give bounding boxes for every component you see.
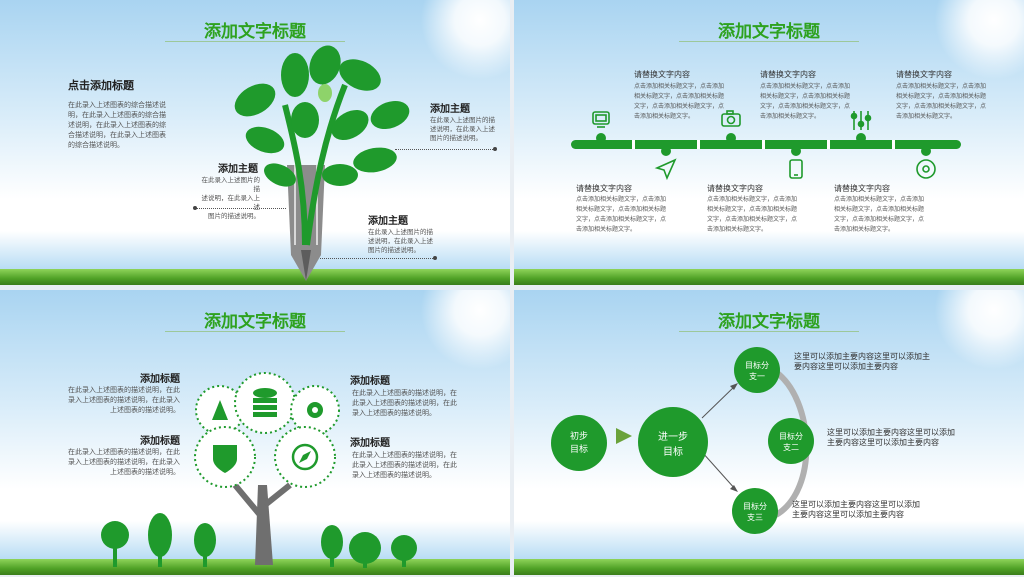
bottom-item-text-1: 点击添加相关标题文字，点击添加相关标题文字，点击添加相关标题文字，点击添加相关标… bbox=[576, 196, 667, 233]
callout-text-2: 在此录入上述图片的描述说明，在此录入上述图片的描述说明。 bbox=[201, 176, 261, 220]
water bbox=[0, 521, 510, 561]
left-text-2: 在此录入上述图表的描述说明，在此录入上述图表的描述说明，在此录入上述图表的描述说… bbox=[68, 448, 180, 476]
right-text-1: 在此录入上述图表的描述说明，在此录入上述图表的描述说明，在此录入上述图表的描述说… bbox=[352, 389, 457, 417]
bottom-item-text-2: 点击添加相关标题文字，点击添加相关标题文字，点击添加相关标题文字，点击添加相关标… bbox=[707, 196, 798, 233]
title-underline bbox=[679, 331, 859, 332]
branch-3-text: 这里可以添加主要内容这里可以添加主要内容这里可以添加主要内容 bbox=[792, 500, 920, 519]
slide-1[interactable]: 添加文字标题 点击添加标题 在此录入上述图表的综合描述说明，在此录入上述图表的综… bbox=[0, 0, 510, 285]
tv-icon bbox=[592, 111, 610, 128]
callout-dot-1 bbox=[493, 147, 497, 151]
bottom-item-heading-1: 请替换文字内容 bbox=[576, 184, 632, 193]
next-goal-circle[interactable]: 进一步目标 bbox=[638, 407, 708, 477]
left-heading-1: 添加标题 bbox=[140, 374, 180, 385]
callout-heading-3: 添加主题 bbox=[368, 216, 408, 227]
slide-2[interactable]: 添加文字标题 请替换文字内容 点击添加相关标题文字，点击添加相关标题文字，点击添… bbox=[514, 0, 1024, 285]
grass bbox=[514, 269, 1024, 285]
branch-1-text: 这里可以添加主要内容这里可以添加主要内容这里可以添加主要内容 bbox=[794, 352, 930, 371]
callout-heading-2: 添加主题 bbox=[218, 164, 258, 175]
bottom-item-heading-2: 请替换文字内容 bbox=[707, 184, 763, 193]
grass bbox=[0, 559, 510, 575]
paper-plane-icon bbox=[654, 158, 677, 181]
top-item-text-1: 点击添加相关标题文字，点击添加相关标题文字，点击添加相关标题文字，点击添加相关标… bbox=[634, 83, 725, 120]
timeline bbox=[571, 110, 961, 181]
callout-line-1 bbox=[395, 149, 495, 150]
grass bbox=[0, 269, 510, 285]
phone-icon bbox=[789, 159, 803, 179]
main-heading: 点击添加标题 bbox=[68, 79, 134, 92]
left-heading-2: 添加标题 bbox=[140, 436, 180, 447]
slide-4[interactable]: 添加文字标题 初步目标 进一步目标 目标分支一 目标分支二 目标分支三 这里可以… bbox=[514, 290, 1024, 575]
callout-text-3: 在此录入上述图片的描述说明，在此录入上述图片的描述说明。 bbox=[368, 228, 433, 254]
title-underline bbox=[679, 41, 859, 42]
title-underline bbox=[165, 331, 345, 332]
slide-title: 添加文字标题 bbox=[204, 312, 306, 332]
slide-title: 添加文字标题 bbox=[204, 22, 306, 42]
bottom-item-heading-3: 请替换文字内容 bbox=[834, 184, 890, 193]
branch-1-circle[interactable]: 目标分支一 bbox=[734, 347, 780, 393]
icon-tree-illustration bbox=[101, 372, 417, 568]
right-text-2: 在此录入上述图表的描述说明，在此录入上述图表的描述说明，在此录入上述图表的描述说… bbox=[352, 451, 457, 479]
top-item-text-3: 点击添加相关标题文字，点击添加相关标题文字，点击添加相关标题文字，点击添加相关标… bbox=[896, 83, 987, 120]
slide-title: 添加文字标题 bbox=[718, 22, 820, 42]
grass bbox=[514, 559, 1024, 575]
branch-2-text: 这里可以添加主要内容这里可以添加主要内容这里可以添加主要内容 bbox=[827, 428, 955, 447]
left-text-1: 在此录入上述图表的描述说明，在此录入上述图表的描述说明，在此录入上述图表的描述说… bbox=[68, 386, 180, 414]
slide-3[interactable]: 添加文字标题 添加标题 在此录入上述图表的描述说明，在此录入上述图表的描述说明，… bbox=[0, 290, 510, 575]
camera-icon bbox=[721, 110, 741, 127]
slide-title: 添加文字标题 bbox=[718, 312, 820, 332]
start-goal-circle[interactable]: 初步目标 bbox=[551, 415, 607, 471]
right-heading-2: 添加标题 bbox=[350, 438, 390, 449]
title-underline bbox=[165, 41, 345, 42]
water bbox=[514, 231, 1024, 271]
top-item-text-2: 点击添加相关标题文字，点击添加相关标题文字，点击添加相关标题文字，点击添加相关标… bbox=[760, 83, 851, 120]
bottom-item-text-3: 点击添加相关标题文字，点击添加相关标题文字，点击添加相关标题文字，点击添加相关标… bbox=[834, 196, 925, 233]
disc-icon bbox=[916, 159, 936, 179]
callout-line-3 bbox=[320, 258, 435, 259]
callout-text-1: 在此录入上述图片的描述说明，在此录入上述图片的描述说明。 bbox=[430, 116, 495, 142]
main-text: 在此录入上述图表的综合描述说明，在此录入上述图表的综合描述说明，在此录入上述图表… bbox=[68, 101, 166, 149]
callout-heading-1: 添加主题 bbox=[430, 104, 470, 115]
pencil-tree-illustration bbox=[234, 45, 410, 281]
sliders-icon bbox=[850, 111, 872, 130]
top-item-heading-3: 请替换文字内容 bbox=[896, 70, 952, 79]
callout-dot-3 bbox=[433, 256, 437, 260]
right-heading-1: 添加标题 bbox=[350, 376, 390, 387]
callout-line-2 bbox=[196, 208, 286, 209]
top-item-heading-2: 请替换文字内容 bbox=[760, 70, 816, 79]
branch-2-circle[interactable]: 目标分支二 bbox=[768, 418, 814, 464]
callout-dot-2 bbox=[193, 206, 197, 210]
top-item-heading-1: 请替换文字内容 bbox=[634, 70, 690, 79]
branch-3-circle[interactable]: 目标分支三 bbox=[732, 488, 778, 534]
water bbox=[0, 231, 510, 271]
